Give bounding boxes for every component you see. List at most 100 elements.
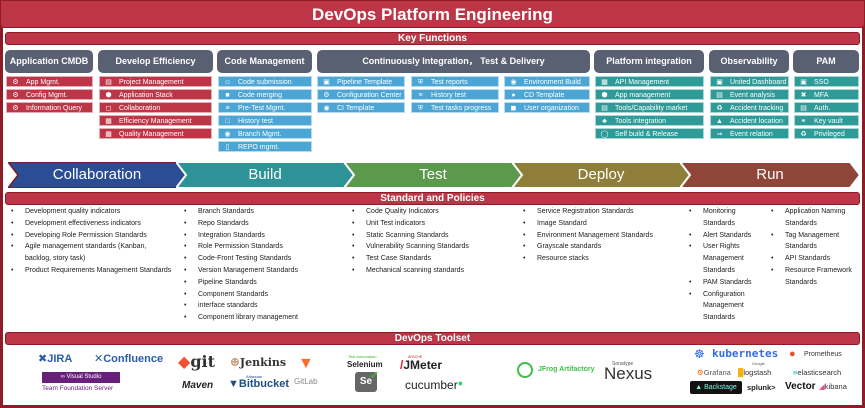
stage-collaboration: Collaboration <box>8 162 186 188</box>
function-item[interactable]: ▦Efficiency Management <box>99 115 212 126</box>
standard-item: Grayscale standards <box>520 241 685 253</box>
function-item[interactable]: ♣Tools integration <box>595 115 704 126</box>
gitlab-logo: GitLab <box>294 377 318 386</box>
standard-item: Branch Standards <box>181 206 346 218</box>
standard-item: Image Standard <box>520 218 685 230</box>
folder-icon: ■ <box>225 92 230 99</box>
stage-run: Run <box>680 162 860 188</box>
function-item[interactable]: ▣United Dashboard <box>710 76 789 87</box>
function-item[interactable]: ▣Pipeline Template <box>317 76 405 87</box>
function-item[interactable]: ⬢App management <box>595 89 704 100</box>
function-item[interactable]: ≡Pre-Test Mgmt. <box>218 102 312 113</box>
function-item[interactable]: ◉CI Template <box>317 102 405 113</box>
standard-item: Pipeline Standards <box>181 277 346 289</box>
function-item[interactable]: ⚭Key vault <box>794 115 859 126</box>
shield-icon: ⛨ <box>417 105 424 112</box>
function-item[interactable]: ⚙Configuration Center <box>317 89 405 100</box>
function-item[interactable]: ▣SSO <box>794 76 859 87</box>
function-item[interactable]: ⛨Test tasks progress <box>411 102 499 113</box>
standard-item: interface standards <box>181 300 346 312</box>
cycle-icon: ◯ <box>600 131 609 138</box>
pin-icon: ▲ <box>716 118 723 125</box>
function-item[interactable]: ◼User organization <box>504 102 590 113</box>
function-item[interactable]: □History test <box>218 115 312 126</box>
test-automation-label: Test Automation <box>348 354 377 359</box>
function-item[interactable]: ▤Event analysis <box>710 89 789 100</box>
cucumber-logo: cucumber● <box>405 378 464 392</box>
standard-item: Monitoring Standards <box>686 206 768 230</box>
recycle-icon: ♻ <box>716 105 723 112</box>
gear-icon: ⚙ <box>323 92 330 99</box>
jenkins-icon: ☻ <box>230 356 240 369</box>
vector-logo: Vector <box>785 381 816 392</box>
board-icon: ▦ <box>105 118 112 125</box>
standards-header: Standard and Policies <box>5 192 860 205</box>
function-item[interactable]: ♻Privileged <box>794 128 859 139</box>
standard-item: Resource stacks <box>520 253 685 265</box>
function-item[interactable]: ♻Accident tracking <box>710 102 789 113</box>
standard-item: Code-Front Testing Standards <box>181 253 346 265</box>
standard-item: Test Case Standards <box>349 253 519 265</box>
function-item[interactable]: ▤Tools/Capability market <box>595 102 704 113</box>
function-item[interactable]: ⛨Test reports <box>411 76 499 87</box>
confluence-icon: ✕ <box>94 353 104 365</box>
elasticsearch-logo: ≡elasticsearch <box>793 368 842 377</box>
kibana-logo: ◢kibana <box>819 382 847 391</box>
function-item[interactable]: ⚙Information Query <box>6 102 93 113</box>
template-icon: ▣ <box>323 79 330 86</box>
shield-icon: ⛨ <box>417 79 424 86</box>
standard-item: API Standards <box>768 253 862 265</box>
app-icon: ⚙ <box>12 79 19 86</box>
location-icon: ◉ <box>510 79 517 86</box>
standard-item: Product Requirements Management Standard… <box>8 265 173 277</box>
function-item[interactable]: ⇒Event relation <box>710 128 789 139</box>
function-item[interactable]: ▦Quality Management <box>99 128 212 139</box>
standard-item: PAM Standards <box>686 277 768 289</box>
standard-item: Role Permission Standards <box>181 241 346 253</box>
standard-item: Tag Management Standards <box>768 230 862 254</box>
stage-deploy: Deploy <box>512 162 690 188</box>
standard-item: Static Scanning Standards <box>349 230 519 242</box>
hexagon-icon: ⬢ <box>105 92 112 99</box>
app-icon: ⚙ <box>12 105 19 112</box>
function-item[interactable]: ☺Code submission <box>218 76 312 87</box>
function-item[interactable]: ◯Self build & Release <box>595 128 704 139</box>
user-icon: ☺ <box>223 79 232 86</box>
standard-item: Version Management Standards <box>181 265 346 277</box>
api-icon: ▦ <box>601 79 608 86</box>
function-item[interactable]: ✖MFA <box>794 89 859 100</box>
function-item[interactable]: ▦API Management <box>595 76 704 87</box>
check-icon: ✔ <box>369 370 379 382</box>
standards-build: Branch Standards Repo Standards Integrat… <box>181 206 346 324</box>
standards-test: Code Quality Indicators Unit Test indica… <box>349 206 519 277</box>
function-item[interactable]: ●CD Template <box>504 89 590 100</box>
jfrog-logo: JFrog Artifactory <box>538 366 595 373</box>
function-item[interactable]: ◉Environment Build <box>504 76 590 87</box>
bitbucket-logo: ▼Bitbucket <box>228 378 290 390</box>
standard-item: User Rights Management Standards <box>686 241 768 276</box>
function-item[interactable]: ▤Auth. <box>794 102 859 113</box>
category-code-management: Code Management <box>217 50 312 73</box>
chart-icon: ▤ <box>716 92 723 99</box>
function-item[interactable]: ◉Branch Mgmt. <box>218 128 312 139</box>
function-item[interactable]: ⚙Config Mgmt. <box>6 89 93 100</box>
jira-icon: ✖ <box>38 353 48 365</box>
standard-item: Application Naming Standards <box>768 206 862 230</box>
function-item[interactable]: ◻Collaboration <box>99 102 212 113</box>
function-item[interactable]: ■Code merging <box>218 89 312 100</box>
mfa-icon: ✖ <box>800 92 807 99</box>
function-item[interactable]: ▲Accident location <box>710 115 789 126</box>
function-item[interactable]: ▤Project Management <box>99 76 212 87</box>
stage-build: Build <box>176 162 354 188</box>
function-item[interactable]: ⬢Application Stack <box>99 89 212 100</box>
jmeter-icon: / <box>400 358 404 372</box>
standard-item: Unit Test indicators <box>349 218 519 230</box>
splunk-logo: splunk> <box>747 383 776 392</box>
function-item[interactable]: ⚙App Mgmt. <box>6 76 93 87</box>
standard-item: Development quality indicators <box>8 206 173 218</box>
logstash-logo: █logstash <box>738 368 772 377</box>
function-item[interactable]: ▯REPO mgmt. <box>218 141 312 152</box>
prometheus-logo: Prometheus <box>804 351 842 358</box>
function-item[interactable]: ≡History test <box>411 89 499 100</box>
standard-item: Configuration Management Standards <box>686 289 768 324</box>
